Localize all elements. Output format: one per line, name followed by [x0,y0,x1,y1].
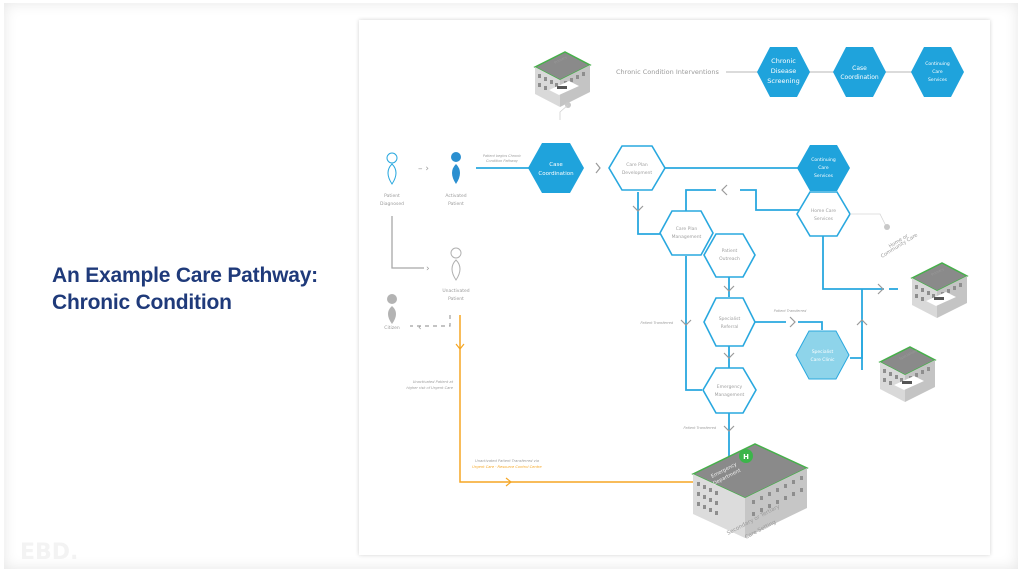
node-continuing-care-services[interactable]: Continuing Care Services [797,145,850,191]
activated-patient-label-2: Patient [448,201,464,207]
svg-text:Chronic: Chronic [771,57,796,65]
node-specialist-care-clinic[interactable]: Specialist Care Clinic [795,330,850,380]
urgent-arrow-down [455,343,465,350]
node-home-care-services[interactable]: Home Care Services [796,191,851,237]
arrow-to-unactivated: › [426,264,430,274]
node-care-plan-development[interactable]: Care Plan Development [608,145,666,191]
patient-transferred-right-label: Patient Transferred [774,309,807,313]
node-specialist-referral[interactable]: Specialist Referral [703,297,756,347]
svg-text:Disease: Disease [771,67,797,75]
activated-patient-label: Activated [445,193,466,199]
svg-text:Specialist: Specialist [719,316,741,322]
svg-text:Continuing: Continuing [925,61,950,67]
patient-diagnosed-label: Patient [384,193,400,199]
hospital-h-badge: H [743,453,749,461]
connector-line [559,104,569,120]
svg-text:Care Clinic: Care Clinic [810,357,835,363]
connector-dot-home [884,224,890,230]
svg-text:Home Care: Home Care [811,208,836,214]
svg-text:Patient: Patient [722,248,738,254]
arrow-to-citizen: ‹ [418,323,422,333]
slide-title: An Example Care Pathway: Chronic Conditi… [52,262,352,316]
svg-text:Care: Care [932,69,943,75]
title-line-1: An Example Care Pathway: [52,264,318,287]
svg-text:Screening: Screening [767,77,799,85]
svg-text:Referral: Referral [721,324,739,330]
svg-text:Emergency: Emergency [717,384,743,390]
citizen-label: Citizen [384,325,400,331]
citizen-icon [387,294,397,324]
patient-diagnosed-label-2: Diagnosed [380,201,404,207]
building-primary-health-right: Primary [911,262,968,319]
urgent-care-path [459,315,700,483]
node-emergency-management[interactable]: Emergency Management [702,367,757,414]
svg-text:Management: Management [715,392,745,398]
connector-home-care [850,213,887,227]
building-roof-label: Primary [554,55,568,65]
unactivated-high-risk-label-2: higher risk of Urgent Care [406,386,453,390]
intervention-case-coordination: Case Coordination [833,47,886,97]
svg-text:Development: Development [622,170,653,176]
intervention-continuing-care-services: Continuing Care Services [911,47,964,97]
building-emergency-department: H Emergency Department [691,443,809,538]
svg-text:Care Plan: Care Plan [676,226,698,232]
patient-transferred-bottom-label: Patient Transferred [683,426,716,430]
unactivated-transferred-label: Unactivated Patient Transferred via [475,459,539,463]
svg-text:Outreach: Outreach [719,256,740,262]
building-specialised-clinic: Specialised [879,346,936,403]
pathway-lines [476,167,884,458]
dashed-line-to-citizen [410,315,451,327]
unactivated-high-risk-label: Unactivated Patient at [413,380,454,384]
activated-patient-icon [451,152,461,184]
urgent-arrow-right [505,477,512,487]
svg-text:Management: Management [672,234,702,240]
unactivated-patient-label: Unactivated [442,288,469,294]
svg-text:Primary: Primary [931,267,945,277]
patient-diagnosed-icon [386,152,398,185]
branch-line-unactivated [391,216,424,269]
svg-text:Services: Services [814,173,834,179]
node-care-plan-management[interactable]: Care Plan Management [659,210,714,256]
svg-text:Services: Services [928,77,948,83]
arrow-diagnosed-to-activated: – › [418,164,429,174]
node-patient-outreach[interactable]: Patient Outreach [703,233,756,278]
svg-text:Case: Case [549,162,563,168]
arrow-to-primary-right [877,283,884,295]
svg-text:Coordination: Coordination [538,171,574,177]
title-line-2: Chronic Condition [52,291,232,314]
patient-transferred-left-label: Patient Transferred [640,321,673,325]
diagram-panel [359,20,990,555]
intervention-chronic-disease-screening: Chronic Disease Screening [757,47,810,97]
svg-text:Care Plan: Care Plan [626,162,648,168]
building-primary-health-top: Primary [534,51,591,108]
interventions-label: Chronic Condition Interventions [616,68,719,76]
unactivated-patient-label-2: Patient [448,296,464,302]
urgent-care-centre-label: Urgent Care · Resource Control Centre [472,465,542,469]
svg-text:Care: Care [818,165,829,171]
svg-text:Case: Case [852,65,867,72]
svg-text:Coordination: Coordination [840,74,879,81]
unactivated-patient-icon [450,247,462,281]
begins-pathway-label-2: Condition Pathway [486,159,519,163]
begins-pathway-label: Patient begins Chronic [483,154,521,158]
svg-text:Continuing: Continuing [811,157,836,163]
svg-text:Specialist: Specialist [812,349,834,355]
logo: EBD. [20,540,79,565]
svg-text:Services: Services [814,216,834,222]
flow-chevrons [595,162,868,432]
node-case-coordination[interactable]: Case Coordination [528,143,584,193]
